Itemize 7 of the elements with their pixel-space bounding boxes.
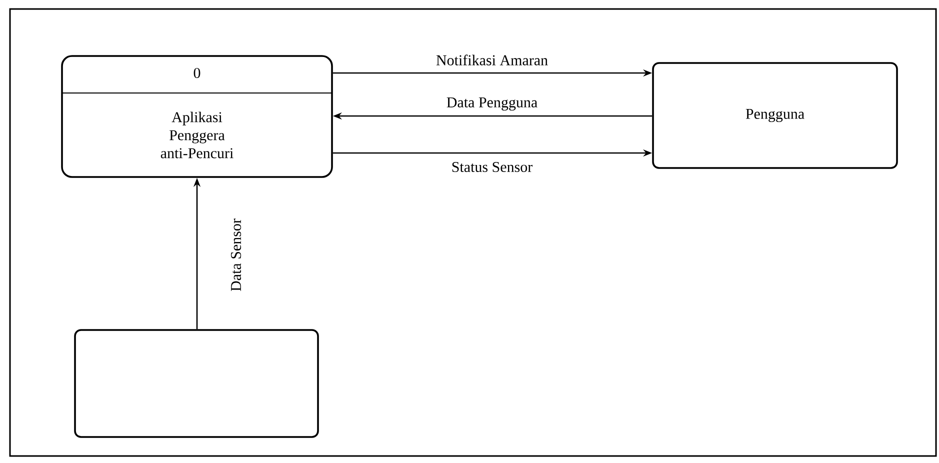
process-box: 0 Aplikasi Penggera anti-Pencuri (61, 55, 333, 178)
edge-label: Notifikasi Amaran (434, 54, 550, 66)
edge-label: Data Pengguna (445, 96, 539, 112)
edge-label: Status Sensor (450, 160, 534, 174)
entity-box (74, 329, 319, 438)
edge-label: Data Sensor (230, 218, 242, 292)
entity-box: Pengguna (652, 62, 898, 169)
